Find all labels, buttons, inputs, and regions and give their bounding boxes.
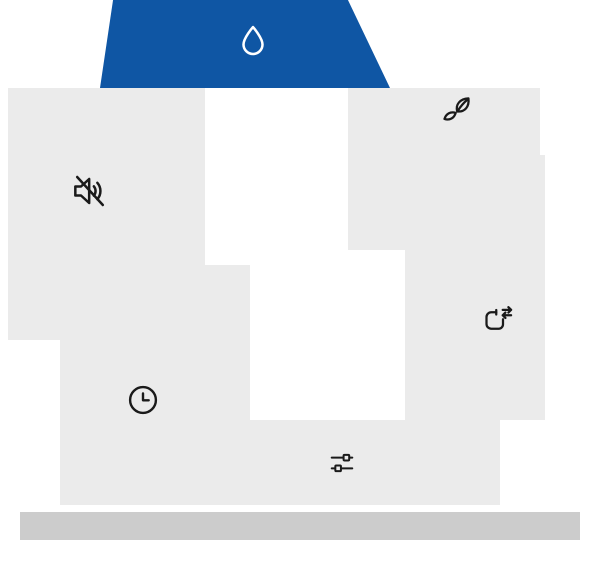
bottom-bar: [20, 512, 580, 540]
clock-icon: [125, 382, 161, 418]
header-banner: [100, 0, 390, 88]
speaker-muted-icon: [70, 171, 110, 211]
water-connection-tile[interactable]: [405, 155, 545, 420]
sliders-icon: [326, 447, 358, 479]
leaf-icon: [438, 93, 474, 129]
water-connection-swap-icon: [479, 304, 515, 340]
settings-tile[interactable]: [205, 420, 500, 505]
water-drop-icon: [234, 22, 272, 60]
